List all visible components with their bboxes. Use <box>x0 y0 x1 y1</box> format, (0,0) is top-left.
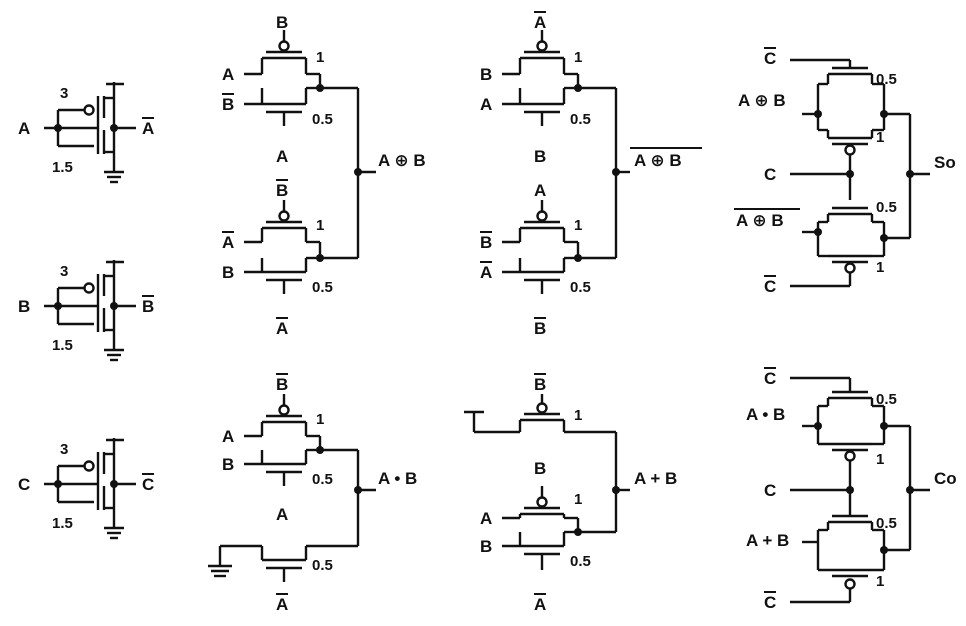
xnor-circuit <box>502 30 630 294</box>
sum-mid-in: C <box>764 165 776 184</box>
xor-bot-n-gate: A <box>276 319 288 338</box>
and-p-size: 1 <box>316 411 324 428</box>
xor-bot-n-src: B <box>222 263 234 282</box>
sum-top-gate: C <box>764 49 776 68</box>
xnor-top-p-gate: A <box>534 13 546 32</box>
xnor-output: A ⊕ B <box>634 151 682 170</box>
xor-bot-p-src: A <box>222 233 234 252</box>
inverter-c-pmos-size: 3 <box>60 441 68 458</box>
xnor-top-n-src: A <box>480 95 492 114</box>
or-circuit <box>464 394 630 570</box>
and-pd-gate: A <box>276 595 288 614</box>
xnor-top-p-src: B <box>480 65 492 84</box>
carry-top-gate: C <box>764 369 776 388</box>
carry-top-n-size: 0.5 <box>876 391 897 408</box>
or-output: A + B <box>634 469 677 488</box>
xor-bot-p-gate: B <box>276 181 288 200</box>
carry-mid-in: C <box>764 481 776 500</box>
xor-top-p-src: A <box>222 65 234 84</box>
inverter-c-output: C <box>142 475 154 494</box>
inverter-a-output: A <box>142 119 154 138</box>
or-n-size: 0.5 <box>570 553 591 570</box>
inverter-a-nmos-size: 1.5 <box>52 159 73 176</box>
and-n-gate: A <box>276 505 288 524</box>
carry-bot-n-size: 0.5 <box>876 515 897 532</box>
xnor-bot-p-size: 1 <box>574 217 582 234</box>
or-n-gate: A <box>534 595 546 614</box>
sum-bot-p-size: 1 <box>876 259 884 276</box>
inverter-c-nmos-size: 1.5 <box>52 515 73 532</box>
xor-top-n-src: B <box>222 95 234 114</box>
and-p-gate: B <box>276 375 288 394</box>
xnor-bot-n-src: A <box>480 263 492 282</box>
inverter-b-input: B <box>18 297 30 316</box>
sum-top-n-size: 0.5 <box>876 71 897 88</box>
xor-circuit <box>244 30 376 294</box>
sum-top-in: A ⊕ B <box>738 91 786 110</box>
and-p-src: A <box>222 427 234 446</box>
sum-circuit <box>790 58 930 288</box>
carry-bot-p-size: 1 <box>876 573 884 590</box>
xnor-bot-p-gate: A <box>534 181 546 200</box>
and-output: A • B <box>378 469 417 488</box>
or-p-src: A <box>480 509 492 528</box>
inverter-a-input: A <box>18 119 30 138</box>
and-n-size: 0.5 <box>312 471 333 488</box>
inverter-b-output: B <box>142 297 154 316</box>
sum-output: So <box>934 153 956 172</box>
or-mid-p-gate: B <box>534 459 546 478</box>
xnor-bot-n-size: 0.5 <box>570 279 591 296</box>
inverter-b-nmos-size: 1.5 <box>52 337 73 354</box>
inverter-b-pmos-size: 3 <box>60 263 68 280</box>
xnor-bot-n-gate: B <box>534 319 546 338</box>
inverter-a-pmos-size: 3 <box>60 85 68 102</box>
or-top-p-gate: B <box>534 375 546 394</box>
xor-bot-p-size: 1 <box>316 217 324 234</box>
carry-output: Co <box>934 469 957 488</box>
inverter-a <box>44 82 136 184</box>
xnor-top-p-size: 1 <box>574 49 582 66</box>
carry-top-in: A • B <box>746 405 785 424</box>
and-n-src: B <box>222 455 234 474</box>
sum-bot-gate: C <box>764 277 776 296</box>
inverter-b <box>44 260 136 362</box>
carry-bot-gate: C <box>764 593 776 612</box>
sum-bot-n-size: 0.5 <box>876 199 897 216</box>
carry-circuit <box>790 376 930 604</box>
xor-top-n-gate: A <box>276 147 288 166</box>
or-top-p-size: 1 <box>574 407 582 424</box>
xnor-top-n-gate: B <box>534 147 546 166</box>
xor-top-p-size: 1 <box>316 49 324 66</box>
inverter-c <box>44 438 136 540</box>
and-pd-size: 0.5 <box>312 557 333 574</box>
sum-bot-in: A ⊕ B <box>736 211 784 230</box>
xnor-top-n-size: 0.5 <box>570 111 591 128</box>
xor-bot-n-size: 0.5 <box>312 279 333 296</box>
xnor-bot-p-src: B <box>480 233 492 252</box>
and-circuit <box>208 394 376 582</box>
sum-top-p-size: 1 <box>876 129 884 146</box>
xor-top-n-size: 0.5 <box>312 111 333 128</box>
carry-top-p-size: 1 <box>876 451 884 468</box>
carry-bot-in: A + B <box>746 531 789 550</box>
inverter-c-input: C <box>18 475 30 494</box>
or-mid-p-size: 1 <box>574 491 582 508</box>
xor-top-p-gate: B <box>276 13 288 32</box>
xor-output: A ⊕ B <box>378 151 426 170</box>
or-n-src: B <box>480 537 492 556</box>
